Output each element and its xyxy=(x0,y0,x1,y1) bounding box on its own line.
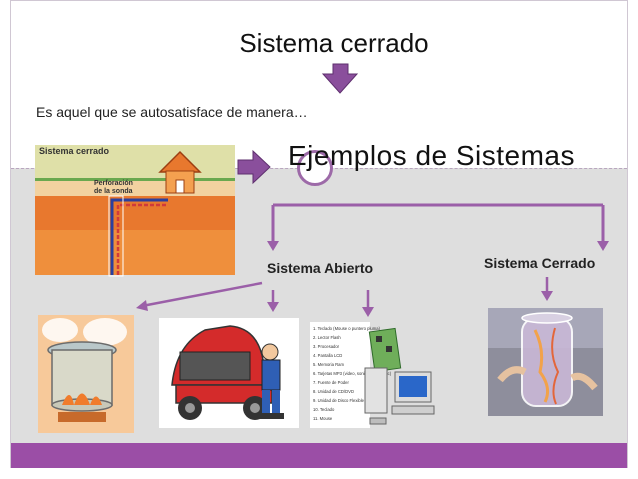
well-caption: Sistema cerrado xyxy=(39,146,110,156)
component-list-item: 3. Procesador xyxy=(313,344,340,349)
component-list-item: 7. Fuente de Poder xyxy=(313,380,349,385)
slide-frame-right xyxy=(627,0,628,468)
branch-arrowhead-closed xyxy=(597,241,609,251)
open-system-arrows xyxy=(141,277,549,309)
component-list-item: 4. Pantalla LCD xyxy=(313,353,342,358)
component-list-item: 2. Lector Flash xyxy=(313,335,341,340)
boiling-pot-image xyxy=(38,315,134,433)
component-list: 1. Teclado (Mouse o puntero pluma) 2. Le… xyxy=(313,326,392,421)
bottom-accent-bar xyxy=(11,443,627,468)
closed-jar-image xyxy=(488,308,603,416)
arrow-to-computer xyxy=(362,307,374,317)
component-list-item: 9. Unidad de Disco Flexible xyxy=(313,398,365,403)
component-list-item: 1. Teclado (Mouse o puntero pluma) xyxy=(313,326,381,331)
branch-label-closed: Sistema Cerrado xyxy=(484,255,596,271)
branch-connector xyxy=(271,203,605,243)
computer-image xyxy=(364,327,435,425)
component-list-item: 8. Unidad de CD/DVD xyxy=(313,389,354,394)
section-subtitle: Ejemplos de Sistemas xyxy=(288,140,576,171)
branch-label-open: Sistema Abierto xyxy=(267,260,374,276)
subtitle-circle-ornament xyxy=(297,150,333,186)
car-mechanic-image xyxy=(159,318,299,428)
component-list-item: 10. Teclado xyxy=(313,407,335,412)
slide-frame-top xyxy=(10,0,628,1)
component-list-image xyxy=(310,322,370,428)
well-drill-label-1: Perforación xyxy=(94,180,133,187)
closed-system-well-illustration xyxy=(35,145,235,277)
slide-frame-left xyxy=(10,0,11,468)
right-block-arrow xyxy=(237,149,271,185)
arrow-to-jar xyxy=(541,291,553,301)
slide-title: Sistema cerrado xyxy=(239,28,429,58)
down-block-arrow xyxy=(321,63,359,94)
well-drill-label-2: de la sonda xyxy=(94,188,133,195)
component-list-item: 6. Tarjetas MP3 (video, sonido, audio, e… xyxy=(313,371,392,376)
branch-arrowhead-open xyxy=(267,241,279,251)
arrow-to-pot xyxy=(136,300,148,311)
component-list-item: 11. Mouse xyxy=(313,416,333,421)
component-list-item: 5. Memoria Ram xyxy=(313,362,344,367)
arrow-to-car xyxy=(267,302,279,312)
definition-text: Es aquel que se autosatisface de manera… xyxy=(36,104,308,120)
